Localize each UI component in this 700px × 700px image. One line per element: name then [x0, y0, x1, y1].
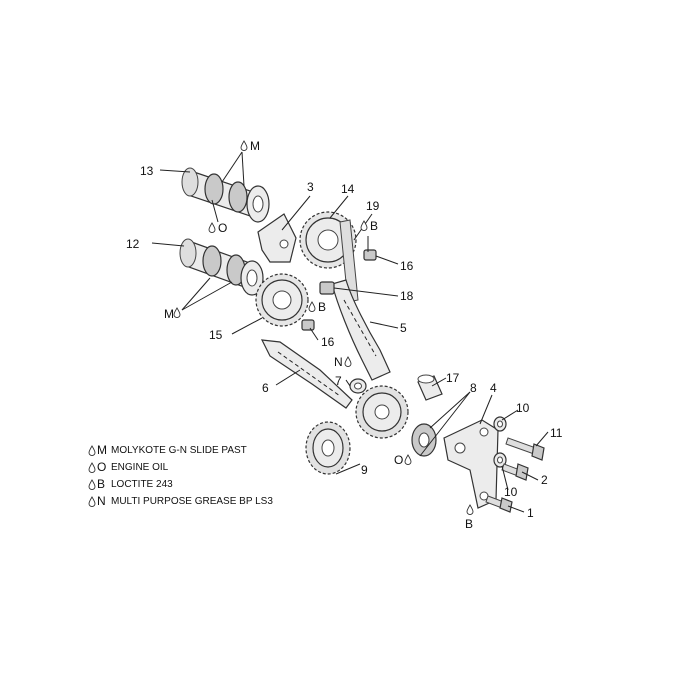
callout-8: 8 — [470, 381, 477, 395]
legend-symbol-o: O — [97, 460, 106, 474]
callout-10-upper: 10 — [516, 401, 530, 415]
lube-letter-marks: M O M B B N O B — [164, 139, 473, 531]
lube-mark-b-bottom: B — [465, 517, 473, 531]
lube-mark-m-low: M — [164, 307, 174, 321]
plate-4 — [443, 419, 499, 509]
lube-mark-n-chain: N — [334, 355, 343, 369]
callout-18: 18 — [400, 289, 414, 303]
lube-mark-m-top: M — [250, 139, 260, 153]
bolt-2 — [501, 463, 529, 481]
callout-2: 2 — [541, 473, 548, 487]
bolt-16-upper — [363, 249, 377, 261]
bolt-11 — [505, 437, 545, 461]
callout-19: 19 — [366, 199, 380, 213]
washer-10-lower — [493, 452, 507, 468]
camshaft-12 — [179, 238, 264, 296]
callout-3: 3 — [307, 180, 314, 194]
legend-row-molykote: M MOLYKOTE G-N SLIDE PAST — [88, 443, 247, 457]
callout-13: 13 — [140, 164, 154, 178]
bolt-16-lower — [301, 319, 315, 331]
washer-10-upper — [493, 416, 507, 432]
legend-text-molykote: MOLYKOTE G-N SLIDE PAST — [111, 445, 247, 456]
callout-6: 6 — [262, 381, 269, 395]
legend-row-engine-oil: O ENGINE OIL — [88, 460, 169, 474]
legend-symbol-m: M — [97, 443, 107, 457]
needle-bearing-8 — [411, 423, 437, 457]
gear-9 — [305, 385, 409, 475]
legend-symbol-n: N — [97, 494, 106, 508]
callout-16-upper: 16 — [400, 259, 414, 273]
callout-10-lower: 10 — [504, 485, 518, 499]
callout-1: 1 — [527, 506, 534, 520]
chain-guide-6 — [260, 339, 353, 409]
callout-9: 9 — [361, 463, 368, 477]
bushing-17 — [417, 374, 443, 401]
legend-text-grease: MULTI PURPOSE GREASE BP LS3 — [111, 496, 273, 507]
callout-4: 4 — [490, 381, 497, 395]
chain-tensioner-5 — [331, 279, 391, 381]
part-callouts: 13 12 3 14 19 16 18 5 15 16 6 7 17 8 4 1… — [126, 164, 563, 520]
screw-1 — [485, 495, 513, 513]
lube-mark-b-top: B — [370, 219, 378, 233]
callout-15: 15 — [209, 328, 223, 342]
callout-5: 5 — [400, 321, 407, 335]
lube-mark-b-mid: B — [318, 300, 326, 314]
lube-mark-o-gear: O — [394, 453, 403, 467]
callout-11: 11 — [550, 426, 563, 440]
callout-16-lower: 16 — [321, 335, 335, 349]
lube-mark-o-cam: O — [218, 221, 227, 235]
sprocket-14 — [299, 211, 357, 269]
timing-chain-19 — [339, 219, 359, 303]
bracket-3 — [257, 213, 297, 263]
bolt-18 — [319, 281, 335, 295]
sprocket-15 — [255, 273, 309, 327]
callout-12: 12 — [126, 237, 140, 251]
legend-text-loctite: LOCTITE 243 — [111, 479, 173, 490]
lubricant-legend: M MOLYKOTE G-N SLIDE PAST O ENGINE OIL B… — [88, 443, 273, 508]
camshaft-13 — [181, 167, 270, 223]
legend-row-loctite: B LOCTITE 243 — [88, 477, 173, 491]
washer-7 — [349, 378, 367, 394]
callout-17: 17 — [446, 371, 460, 385]
legend-row-grease: N MULTI PURPOSE GREASE BP LS3 — [88, 494, 273, 508]
legend-symbol-b: B — [97, 477, 105, 491]
callout-14: 14 — [341, 182, 355, 196]
legend-text-engine-oil: ENGINE OIL — [111, 462, 169, 473]
callout-7: 7 — [335, 374, 342, 388]
